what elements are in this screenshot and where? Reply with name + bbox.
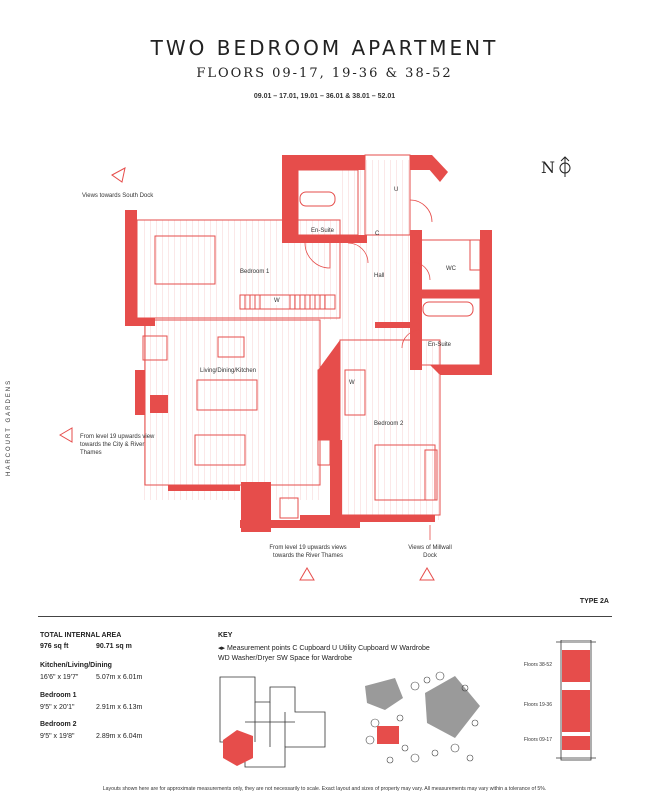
view-millwall: Views of Millwall Dock: [408, 545, 452, 559]
room-metric: 2.91m x 6.13m: [96, 704, 143, 711]
room-wardrobe-2: W: [349, 380, 355, 386]
view-river: From level 19 upwards views towards the …: [269, 545, 347, 559]
area-total-sqm: 90.71 sq m: [96, 643, 132, 650]
view-eye-icons: [59, 167, 435, 581]
unit-numbers: 09.01 – 17.01, 19.01 – 36.01 & 38.01 – 5…: [253, 93, 396, 100]
door-swings: [304, 199, 433, 349]
floor-band: [562, 736, 590, 750]
floor-label: Floors 38-52: [523, 662, 552, 668]
room-hall: Hall: [374, 273, 385, 279]
north-label: N: [541, 158, 555, 177]
site-map-thumbnail: [355, 668, 485, 773]
room-name: Bedroom 1: [40, 692, 77, 699]
building-highlight: [377, 726, 399, 744]
page-title: TWO BEDROOM APARTMENT: [150, 36, 499, 60]
room-metric: 2.89m x 6.04m: [96, 733, 143, 740]
wardrobe-hatch: [244, 295, 326, 309]
room-name: Kitchen/Living/Dining: [40, 662, 112, 669]
room-name: Bedroom 2: [40, 721, 77, 728]
floor-stack-diagram: [556, 640, 596, 761]
area-total-sqft: 976 sq ft: [40, 643, 69, 650]
floor-band: [562, 650, 590, 682]
room-imperial: 16'6" x 19'7": [40, 674, 79, 681]
walls: [125, 155, 492, 532]
room-bedroom-2: Bedroom 2: [374, 421, 404, 427]
room-ensuite-right: En-Suite: [428, 342, 452, 348]
room-living: Living/Dining/Kitchen: [200, 368, 257, 374]
key-line-2: WD Washer/Dryer SW Space for Wardrobe: [218, 655, 353, 662]
room-imperial: 9'5" x 20'1": [40, 704, 75, 711]
type-label: TYPE 2A: [579, 598, 609, 605]
room-wc: WC: [446, 266, 456, 272]
key-heading: KEY: [218, 632, 233, 639]
page-subtitle: FLOORS 09-17, 19-36 & 38-52: [196, 66, 453, 81]
room-utility: U: [394, 187, 399, 193]
divider: [38, 616, 612, 617]
area-heading: TOTAL INTERNAL AREA: [40, 632, 122, 639]
room-ensuite-top: En-Suite: [311, 228, 335, 234]
floor-boards: [140, 160, 440, 520]
room-cupboard: C: [375, 231, 380, 237]
room-metric: 5.07m x 6.01m: [96, 674, 143, 681]
outlines: [136, 154, 491, 519]
room-imperial: 9'5" x 19'8": [40, 733, 75, 740]
building-plan-thumbnail: [219, 676, 326, 768]
north-arrow-icon: [559, 156, 571, 177]
key-line-1: ◂▸ Measurement points C Cupboard U Utili…: [218, 645, 430, 652]
floor-plan: [59, 154, 492, 581]
floor-label: Floors 09-17: [523, 737, 552, 743]
room-wardrobe-1: W: [272, 297, 282, 305]
room-bedroom-1: Bedroom 1: [240, 269, 270, 275]
floor-band: [562, 690, 590, 732]
floor-label: Floors 19-36: [523, 702, 552, 708]
view-south-dock: Views towards South Dock: [82, 193, 154, 199]
unit-highlight: [223, 730, 253, 766]
disclaimer: Layouts shown here are for approximate m…: [102, 786, 547, 792]
view-city: From level 19 upwards view towards the C…: [80, 434, 155, 456]
